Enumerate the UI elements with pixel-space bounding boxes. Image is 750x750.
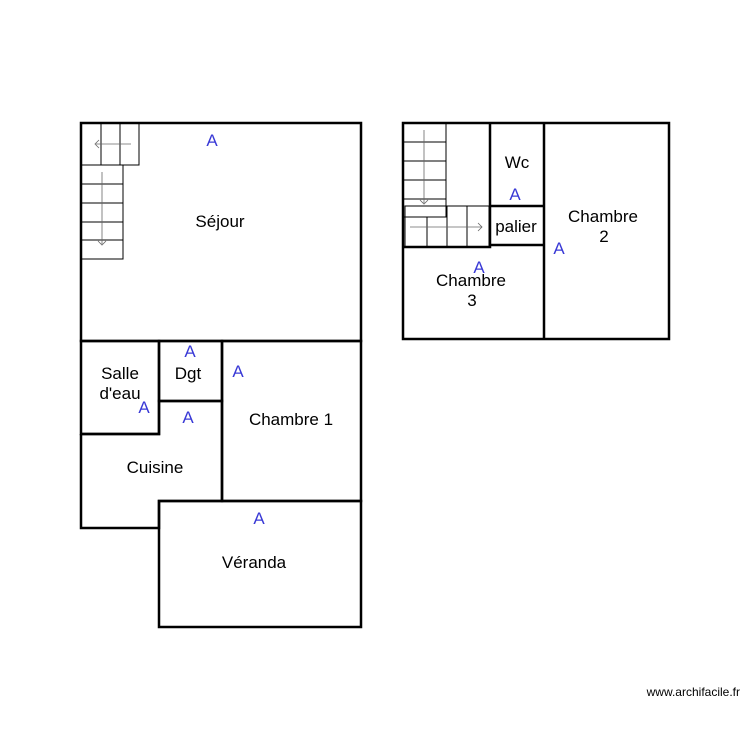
marker-a-veranda: A (253, 509, 265, 528)
marker-a-chambre-1: A (232, 362, 244, 381)
label-chambre-1: Chambre 1 (249, 410, 333, 429)
staircase-upper (402, 122, 490, 248)
upper-floor-outline (401, 121, 671, 341)
label-chambre-2-line2: 2 (599, 227, 608, 246)
marker-a-wc: A (509, 185, 521, 204)
room-veranda (157, 499, 363, 629)
label-sejour: Séjour (195, 212, 244, 231)
marker-a-dgt-top: A (184, 342, 196, 361)
label-chambre-3-line2: 3 (467, 291, 476, 310)
label-chambre-2-line1: Chambre (568, 207, 638, 226)
upper-floor: Wc palier Chambre 2 Chambre 3 A A A (401, 121, 671, 341)
label-cuisine: Cuisine (127, 458, 184, 477)
label-chambre-3-line1: Chambre (436, 271, 506, 290)
marker-a-cuisine: A (182, 408, 194, 427)
watermark-text: www.archifacile.fr (646, 685, 740, 699)
staircase-ground (80, 122, 140, 260)
marker-a-sejour: A (206, 131, 218, 150)
ground-floor: Séjour Salle d'eau Dgt Chambre 1 Cuisine… (79, 121, 363, 629)
label-dgt: Dgt (175, 364, 202, 383)
label-veranda: Véranda (222, 553, 287, 572)
label-salle-deau-line2: d'eau (99, 384, 140, 403)
marker-a-chambre-3: A (473, 258, 485, 277)
marker-a-chambre-2: A (553, 239, 565, 258)
label-salle-deau-line1: Salle (101, 364, 139, 383)
label-wc: Wc (505, 153, 530, 172)
marker-a-salle-deau: A (138, 398, 150, 417)
label-palier: palier (495, 217, 537, 236)
